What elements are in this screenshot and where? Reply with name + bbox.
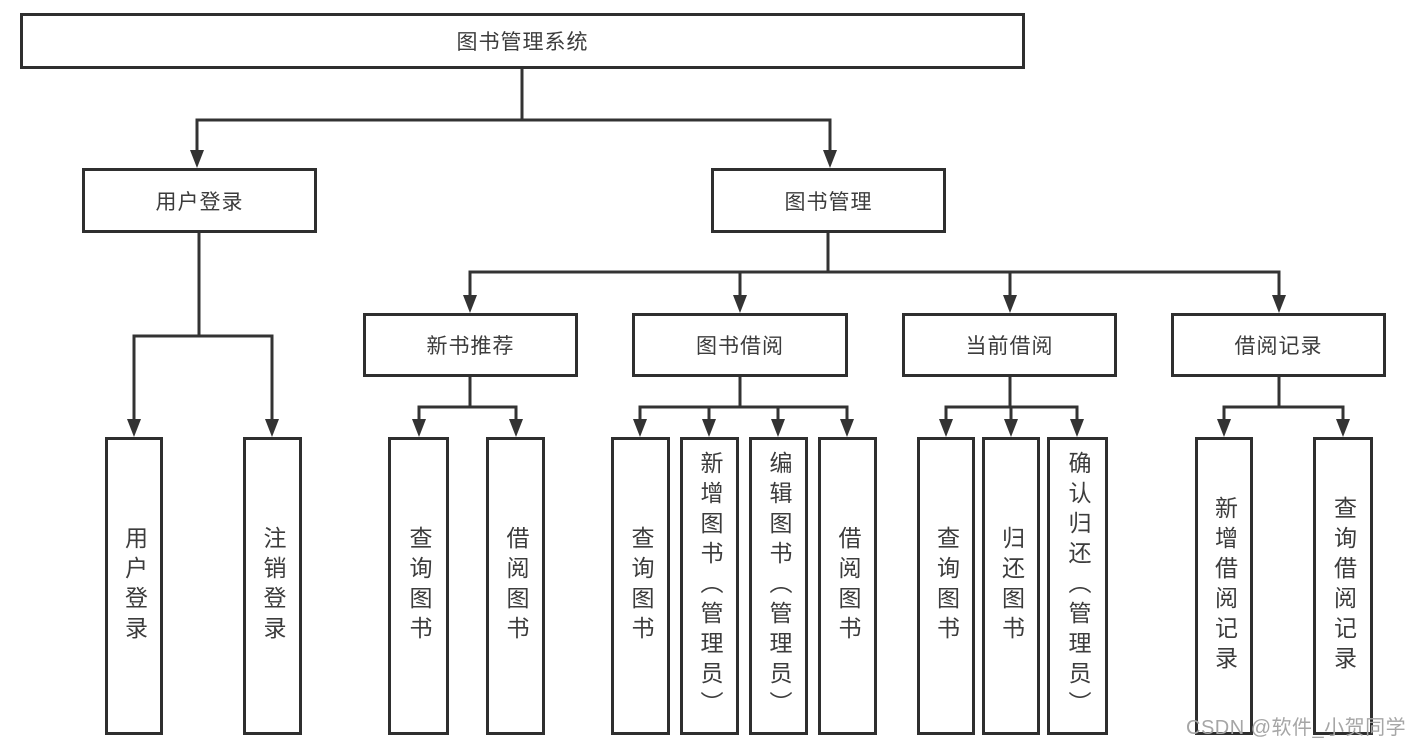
leaf-logout: 注销登录 bbox=[243, 437, 302, 735]
leaf-confirm-return-admin: 确认归还（管理员） bbox=[1047, 437, 1108, 735]
leaf-query-borrow-record: 查询借阅记录 bbox=[1313, 437, 1373, 735]
node-borrow-records: 借阅记录 bbox=[1171, 313, 1386, 377]
leaf-edit-book-admin: 编辑图书（管理员） bbox=[749, 437, 808, 735]
watermark: CSDN @软件_小贺同学 bbox=[1186, 717, 1405, 739]
leaf-query-books-recommend: 查询图书 bbox=[388, 437, 449, 735]
node-library-system: 图书管理系统 bbox=[20, 13, 1025, 69]
leaf-return-book: 归还图书 bbox=[982, 437, 1040, 735]
leaf-add-book-admin: 新增图书（管理员） bbox=[680, 437, 739, 735]
leaf-query-books-current: 查询图书 bbox=[917, 437, 975, 735]
node-book-management: 图书管理 bbox=[711, 168, 946, 233]
node-new-book-recommend: 新书推荐 bbox=[363, 313, 578, 377]
node-current-borrow: 当前借阅 bbox=[902, 313, 1117, 377]
leaf-borrow-books: 借阅图书 bbox=[818, 437, 877, 735]
leaf-user-login: 用户登录 bbox=[105, 437, 163, 735]
node-book-borrow: 图书借阅 bbox=[632, 313, 848, 377]
leaf-borrow-books-recommend: 借阅图书 bbox=[486, 437, 545, 735]
arrowhead-icons bbox=[127, 150, 1350, 437]
node-user-login: 用户登录 bbox=[82, 168, 317, 233]
leaf-add-borrow-record: 新增借阅记录 bbox=[1195, 437, 1253, 735]
leaf-query-books-borrow: 查询图书 bbox=[611, 437, 670, 735]
